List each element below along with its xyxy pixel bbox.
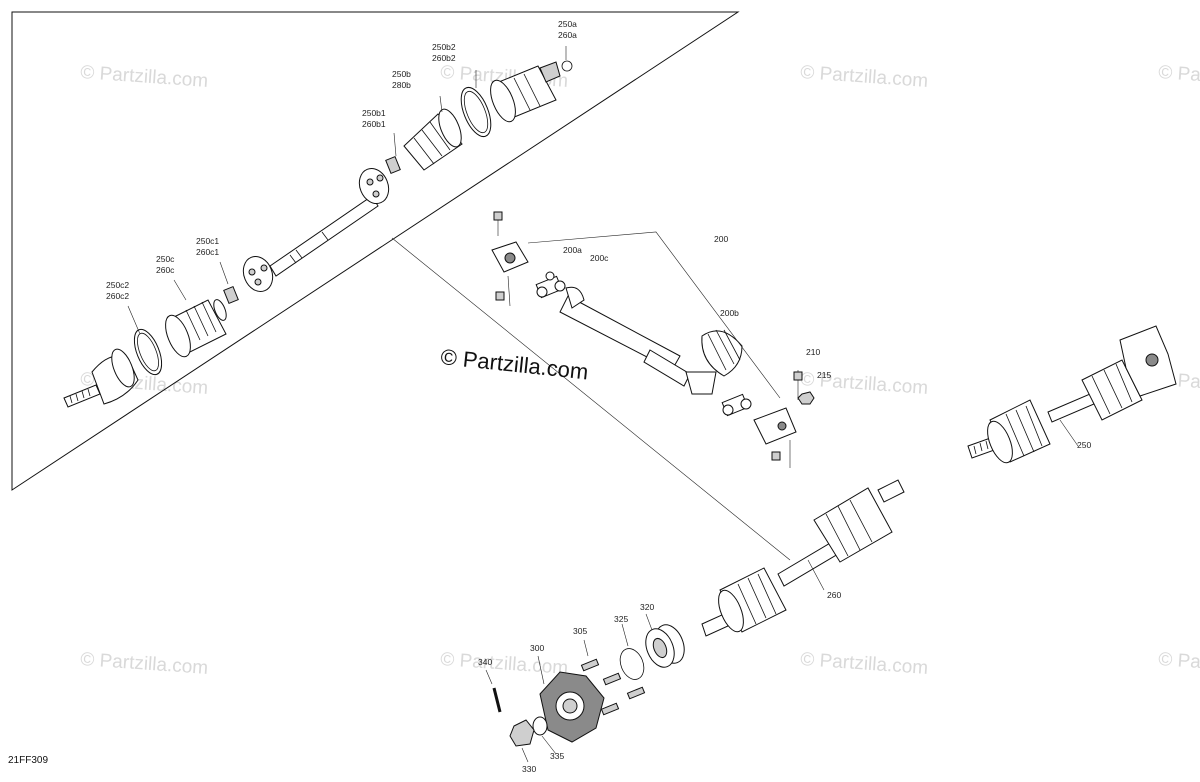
clamp-ring-250c2	[133, 328, 163, 376]
callout-260: 260	[827, 590, 841, 600]
bolt-305	[580, 658, 600, 672]
boot-250b	[403, 108, 463, 171]
callout-200c: 200c	[590, 253, 609, 263]
clamp-250c1	[223, 285, 239, 305]
circlip-325	[619, 648, 645, 680]
outer-joint	[358, 168, 390, 204]
callout-320: 320	[640, 602, 654, 612]
callout-260c1: 260c1	[196, 247, 219, 257]
inner-joint	[242, 256, 274, 292]
callout-340: 340	[478, 657, 492, 667]
watermark-tile: © Partzilla.com	[440, 649, 569, 679]
bearing-320	[645, 624, 685, 668]
callout-labels: 250a 260a 250b2 260b2 250b 280b 250b1 26…	[106, 19, 1091, 774]
nut-215	[797, 391, 815, 405]
watermark-tile: © Partzilla.com	[80, 649, 209, 679]
clamp-250b1	[385, 155, 401, 175]
spider-joint-lower	[721, 393, 752, 417]
callout-250b1: 250b1	[362, 108, 386, 118]
watermark-tile: © Partzilla.com	[1158, 649, 1200, 679]
nut-330	[509, 719, 535, 747]
cv-housing-250a	[490, 61, 561, 123]
inset-driveshaft	[63, 46, 573, 408]
callout-280b: 280b	[392, 80, 411, 90]
callout-260c: 260c	[156, 265, 175, 275]
bolt-210	[793, 371, 803, 381]
callout-215: 215	[817, 370, 831, 380]
watermark-tiles: © Partzilla.com © Partzilla.com © Partzi…	[80, 62, 1200, 679]
circlip	[561, 60, 573, 72]
axle-shaft	[269, 195, 379, 277]
axle-assembly-250	[967, 325, 1177, 464]
watermark-center: © Partzilla.com	[439, 344, 589, 384]
propeller-shaft-200	[491, 211, 815, 468]
watermark-tile: © Partzilla.com	[800, 649, 929, 679]
washer-335	[532, 716, 548, 736]
callout-330: 330	[522, 764, 536, 774]
callout-250c: 250c	[156, 254, 175, 264]
boot-250c	[165, 299, 227, 358]
cv-joint-outer-left	[63, 348, 139, 408]
callout-305: 305	[573, 626, 587, 636]
boot-200b	[701, 329, 743, 377]
watermark-tile: © Partzilla.com	[800, 62, 929, 92]
callout-260b1: 260b1	[362, 119, 386, 129]
callout-210: 210	[806, 347, 820, 357]
callout-260a: 260a	[558, 30, 577, 40]
callout-250: 250	[1077, 440, 1091, 450]
inset-pointer-line	[391, 237, 791, 561]
callout-300: 300	[530, 643, 544, 653]
callout-200: 200	[714, 234, 728, 244]
clamp-ring-250b2	[460, 86, 492, 138]
stud-340	[492, 687, 502, 713]
callout-325: 325	[614, 614, 628, 624]
inset-frame	[11, 11, 740, 491]
callout-260b2: 260b2	[432, 53, 456, 63]
callout-250c2: 250c2	[106, 280, 129, 290]
hub-parts	[485, 613, 685, 763]
callout-335: 335	[550, 751, 564, 761]
watermark-tile: © Partzilla.com	[80, 62, 209, 92]
callout-200b: 200b	[720, 308, 739, 318]
callout-260c2: 260c2	[106, 291, 129, 301]
reference-code: 21FF309	[8, 755, 48, 766]
callout-250c1: 250c1	[196, 236, 219, 246]
callout-250b: 250b	[392, 69, 411, 79]
axle-assembly-260	[701, 479, 905, 637]
callout-250b2: 250b2	[432, 42, 456, 52]
callout-200a: 200a	[563, 245, 582, 255]
watermark-tile: © Partzilla.com	[1158, 62, 1200, 92]
wheel-hub-300	[539, 671, 605, 743]
spider-joint-200c	[535, 271, 566, 299]
flange-yoke	[753, 407, 797, 445]
callout-250a: 250a	[558, 19, 577, 29]
